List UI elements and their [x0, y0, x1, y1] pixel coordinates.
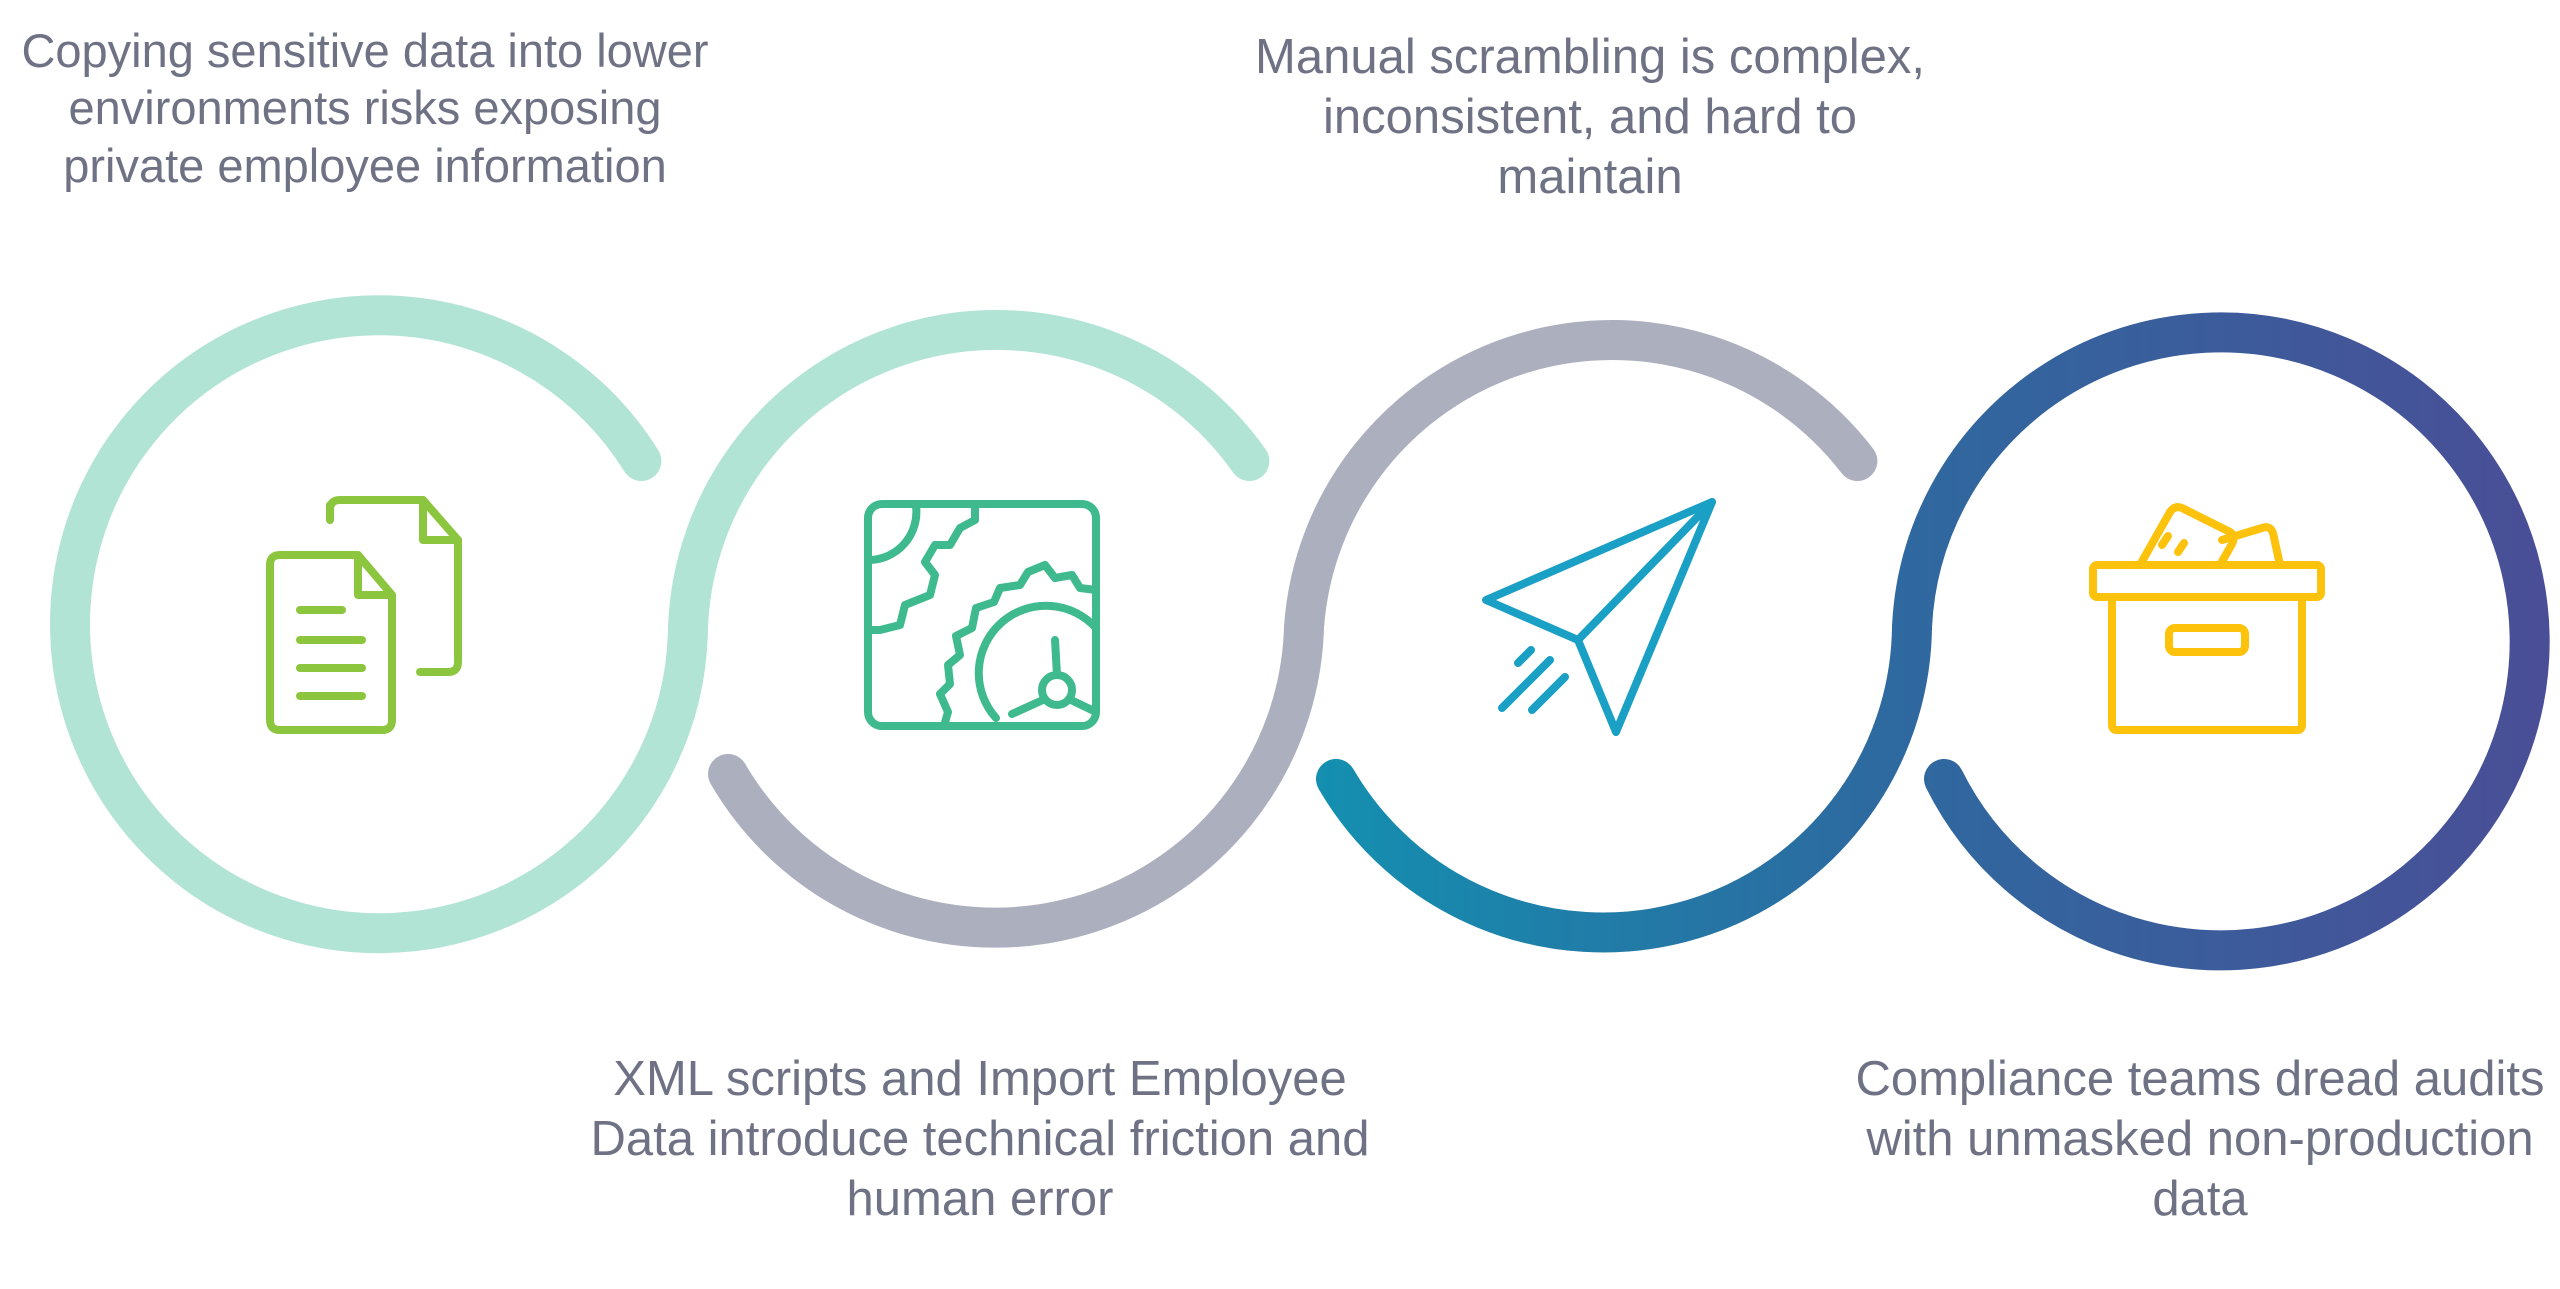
- step-2-caption: XML scripts and Import Employee Data int…: [590, 1052, 1370, 1226]
- ring-3-bottom-arc: [1316, 607, 1932, 953]
- ring-2-bottom-arc: [708, 607, 1324, 948]
- paper-plane-icon: [1482, 498, 1716, 736]
- step-1-caption: Copying sensitive data into lower enviro…: [21, 24, 709, 192]
- ring-2-top-arc: [668, 309, 1270, 647]
- ring-3-top-arc: [1284, 320, 1878, 647]
- archive-box-icon: [2089, 503, 2325, 734]
- ring-1-arc: [50, 295, 708, 954]
- step-3-caption: Manual scrambling is complex, inconsiste…: [1255, 30, 1925, 204]
- copy-documents-icon: [266, 496, 462, 734]
- gear-settings-icon: [864, 500, 1100, 730]
- step-4-caption: Compliance teams dread audits with unmas…: [1855, 1052, 2545, 1226]
- ring-4-arc: [1892, 312, 2550, 971]
